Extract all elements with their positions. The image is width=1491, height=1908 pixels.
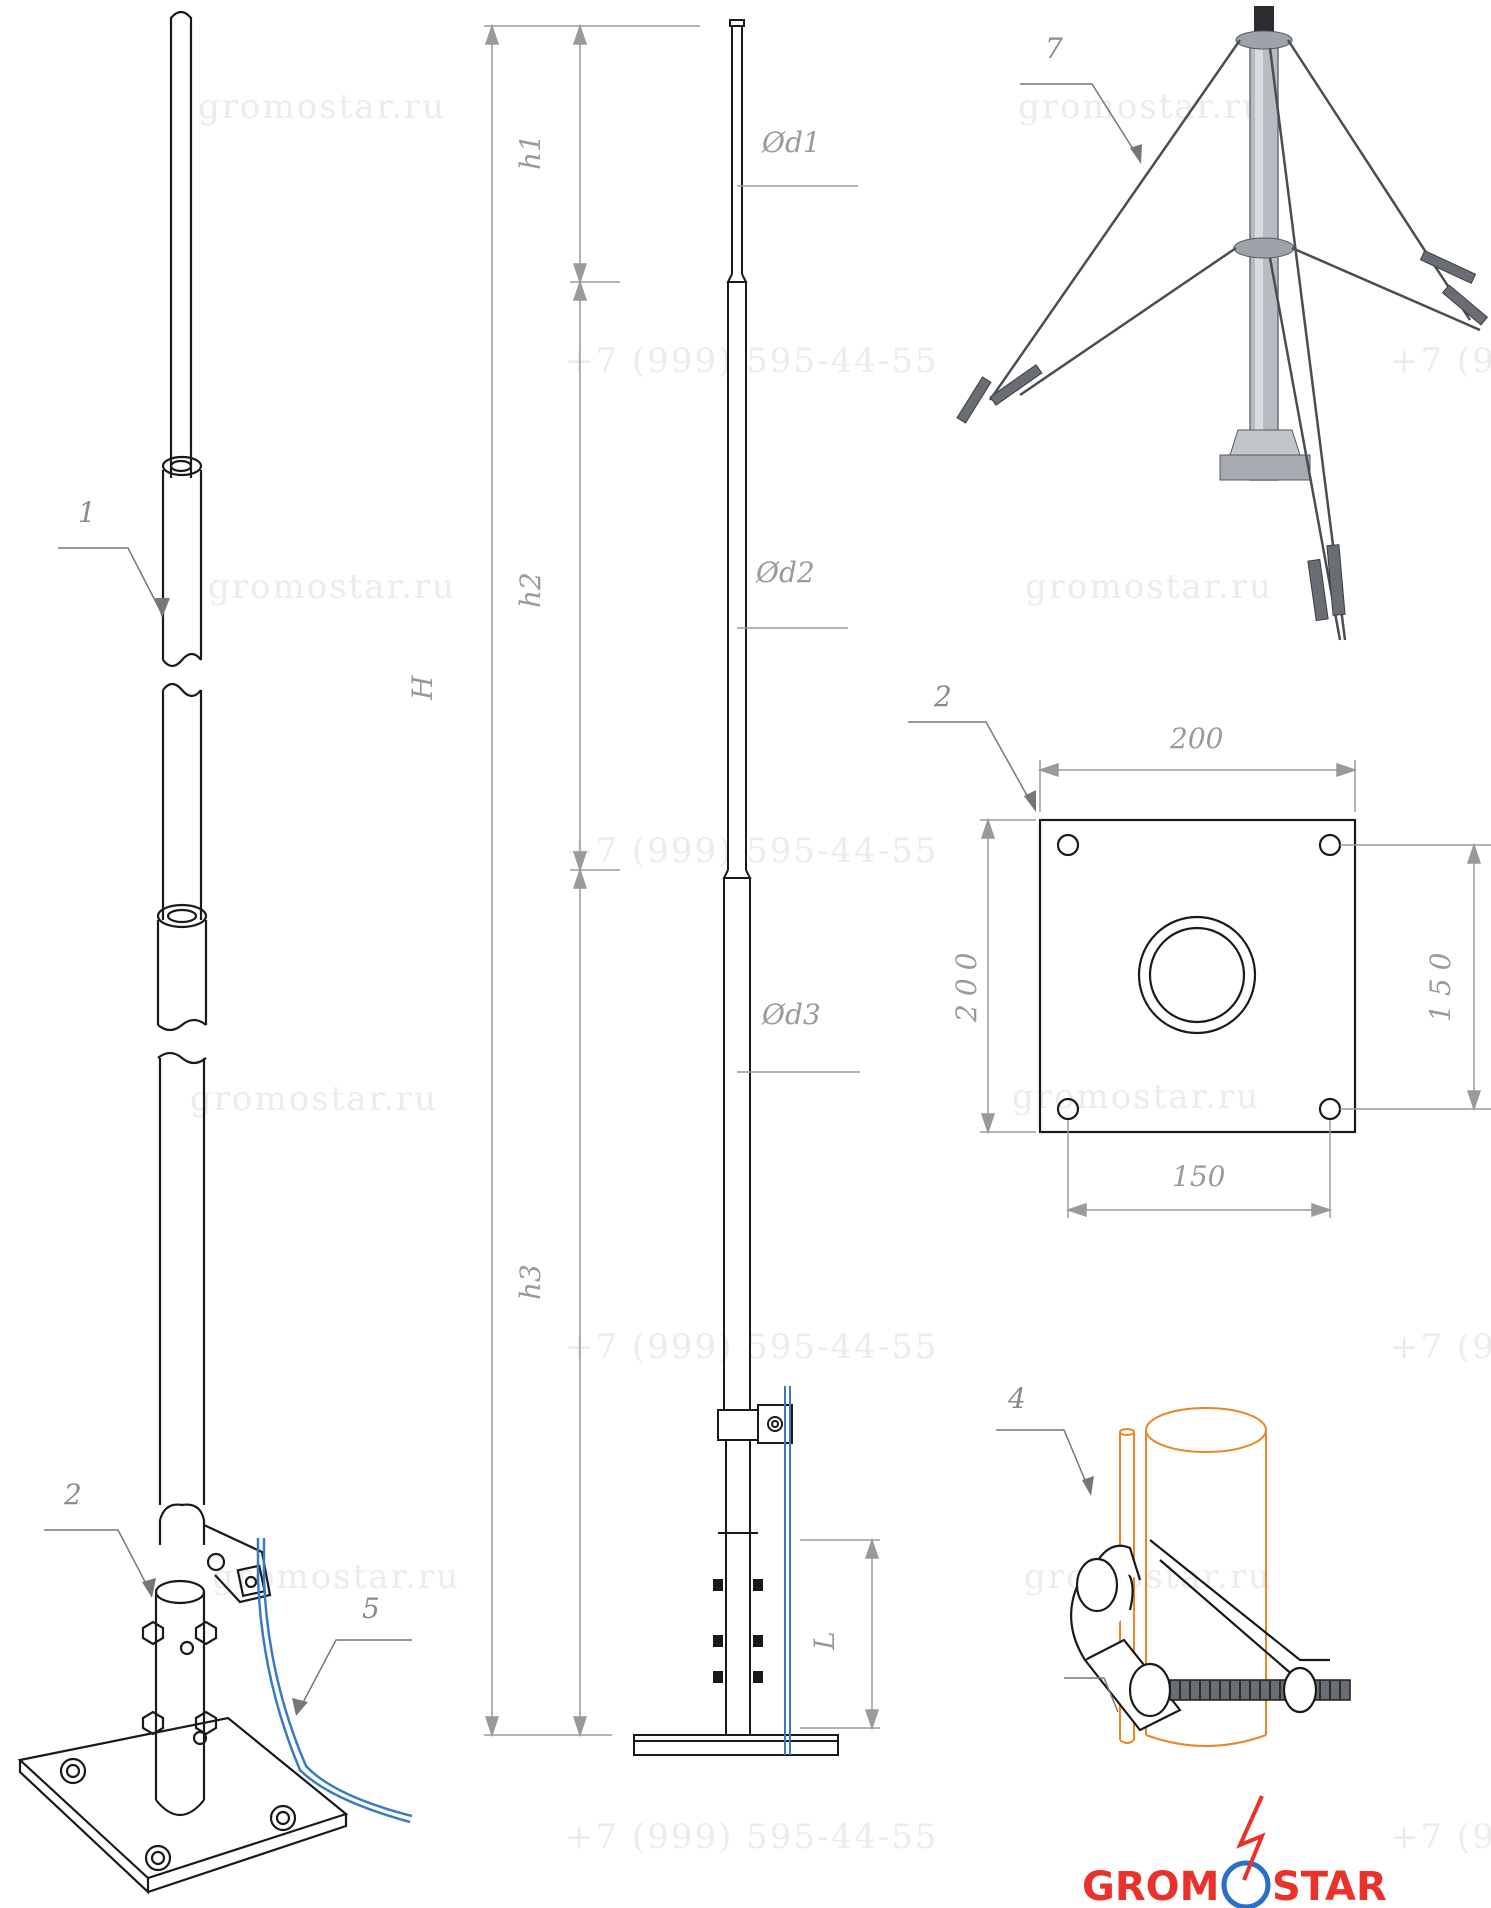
watermark-phone: +7 (999) 595-44-55	[565, 831, 939, 871]
watermarks: gromostar.ru gromostar.ru gromostar.ru g…	[190, 87, 1491, 1857]
logo-text-left: GROM	[1082, 1864, 1219, 1908]
dimension-labels: Ød1 Ød2 Ød3 h1 h2 h3 H L	[406, 126, 841, 1651]
callout-7: 7	[1020, 32, 1142, 164]
callout-4-label: 4	[1007, 1382, 1026, 1415]
base-plate-dimensions	[980, 760, 1491, 1218]
callout-4-arrow	[1082, 1476, 1094, 1496]
left-callouts: 1 2 5	[44, 496, 412, 1716]
diameter-d1-label: Ød1	[761, 126, 821, 159]
callout-2-plate-label: 2	[933, 680, 952, 713]
total-height-label: H	[406, 675, 439, 701]
hole-spacing-x-label: 150	[1172, 1160, 1225, 1193]
watermark-phone-partial: +7 (9	[1390, 341, 1491, 381]
clamp-detail	[1070, 1407, 1351, 1747]
watermark-site: gromostar.ru	[198, 87, 446, 127]
callout-5-label: 5	[362, 1592, 380, 1625]
callout-2-plate-leader	[908, 721, 1035, 809]
callout-5-arrow	[292, 1698, 308, 1716]
isometric-mast	[17, 10, 413, 1895]
callout-2-plate: 2	[908, 680, 1036, 812]
callout-4-leader	[996, 1429, 1091, 1493]
logo-lightning-icon	[1236, 1795, 1266, 1881]
watermark-site: gromostar.ru	[1012, 1077, 1260, 1117]
callout-4-secondary-leader	[1064, 1677, 1119, 1713]
base-plate-top-view	[1038, 818, 1357, 1134]
callout-7-arrow	[1130, 144, 1142, 164]
callout-2-label: 2	[63, 1478, 82, 1511]
watermark-site: gromostar.ru	[1025, 567, 1273, 607]
watermark-phone: +7 (999) 595-44-55	[565, 1817, 939, 1857]
logo-globe-icon	[1221, 1860, 1271, 1908]
callout-4: 4	[996, 1382, 1119, 1713]
sleeve-length-label: L	[808, 1631, 841, 1651]
watermark-site: gromostar.ru	[190, 1079, 438, 1119]
guyed-mast-render	[956, 6, 1489, 641]
callout-7-leader	[1020, 83, 1141, 161]
diameter-d2-label: Ød2	[755, 556, 815, 589]
gromostar-logo: GROM STAR	[1082, 1795, 1387, 1908]
diameter-d3-label: Ød3	[761, 998, 821, 1031]
watermark-site: gromostar.ru	[208, 567, 456, 607]
height-h1-label: h1	[514, 134, 547, 170]
plate-width-label: 200	[1169, 722, 1223, 755]
height-h3-label: h3	[514, 1264, 547, 1300]
watermark-phone-partial: +7 (9	[1390, 1327, 1491, 1367]
height-h2-label: h2	[514, 572, 547, 608]
base-plate-dimension-labels: 200 200 150 150	[950, 722, 1457, 1193]
callout-1-leader	[58, 547, 163, 615]
callout-7-label: 7	[1045, 32, 1063, 65]
callout-1-label: 1	[78, 496, 96, 529]
plate-height-label: 200	[950, 945, 983, 1023]
orthographic-mast	[633, 19, 839, 1756]
hole-spacing-y-label: 150	[1424, 945, 1457, 1022]
callout-1-arrow	[155, 598, 170, 618]
callout-2-leader	[44, 1529, 153, 1596]
callout-2-plate-arrow	[1024, 790, 1036, 812]
watermark-phone: +7 (999) 595-44-55	[565, 341, 939, 381]
dimension-lines	[484, 23, 880, 1738]
callout-2-arrow	[142, 1578, 156, 1598]
watermark-phone: +7 (999) 595-44-55	[565, 1327, 939, 1367]
watermark-phone-partial: +7 (9	[1390, 1817, 1491, 1857]
logo-text-right: STAR	[1272, 1864, 1387, 1908]
callout-5-leader	[297, 1639, 412, 1713]
watermark-site: gromostar.ru	[1024, 1557, 1272, 1597]
watermark-site: gromostar.ru	[1018, 87, 1266, 127]
